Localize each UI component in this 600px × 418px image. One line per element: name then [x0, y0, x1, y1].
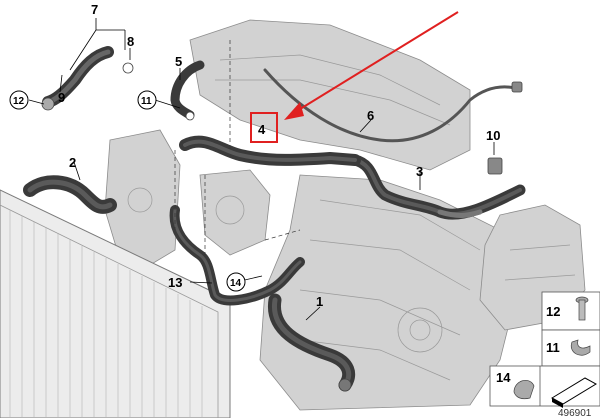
bolt-icon: [575, 296, 589, 321]
callout-10: 10: [486, 128, 500, 143]
highlight-box-4: [250, 112, 278, 143]
callout-14-circle: [226, 272, 246, 292]
hose-5: [170, 60, 205, 120]
radiator: [0, 189, 231, 418]
callout-8: 8: [127, 34, 134, 49]
callout-13: 13: [168, 275, 182, 290]
highlight-arrow-shaft: [291, 11, 459, 115]
tape-strip-icon: [550, 377, 598, 408]
callout-3: 3: [416, 164, 423, 179]
callout-11-circle: [137, 90, 157, 110]
engine-detail-lines: [127, 54, 576, 381]
hose-clip-icon: [570, 339, 591, 356]
leader-lines: [28, 18, 495, 321]
callout-12: 12: [13, 96, 25, 107]
callout-2: 2: [69, 155, 76, 170]
callout-4: 4: [258, 122, 266, 137]
callout-6: 6: [367, 108, 374, 123]
legend-label-12: 12: [546, 304, 560, 319]
callout-14: 14: [230, 278, 242, 289]
callout-5: 5: [175, 54, 182, 69]
legend-label-11: 11: [546, 340, 560, 355]
radiator-fins: [9, 210, 203, 418]
callout-12-circle: [9, 90, 29, 110]
diagram-number: 496901: [558, 408, 592, 418]
clamp-icon: [513, 379, 535, 400]
callout-1: 1: [316, 294, 323, 309]
callout-9: 9: [58, 90, 65, 105]
dashed-reference-lines: [174, 40, 301, 255]
legend-label-14: 14: [496, 370, 511, 385]
callout-11: 11: [141, 96, 152, 107]
callout-7: 7: [91, 2, 98, 17]
connector-parts: [41, 62, 523, 392]
highlight-arrow-head: [284, 102, 304, 120]
hose-6: [263, 68, 517, 143]
